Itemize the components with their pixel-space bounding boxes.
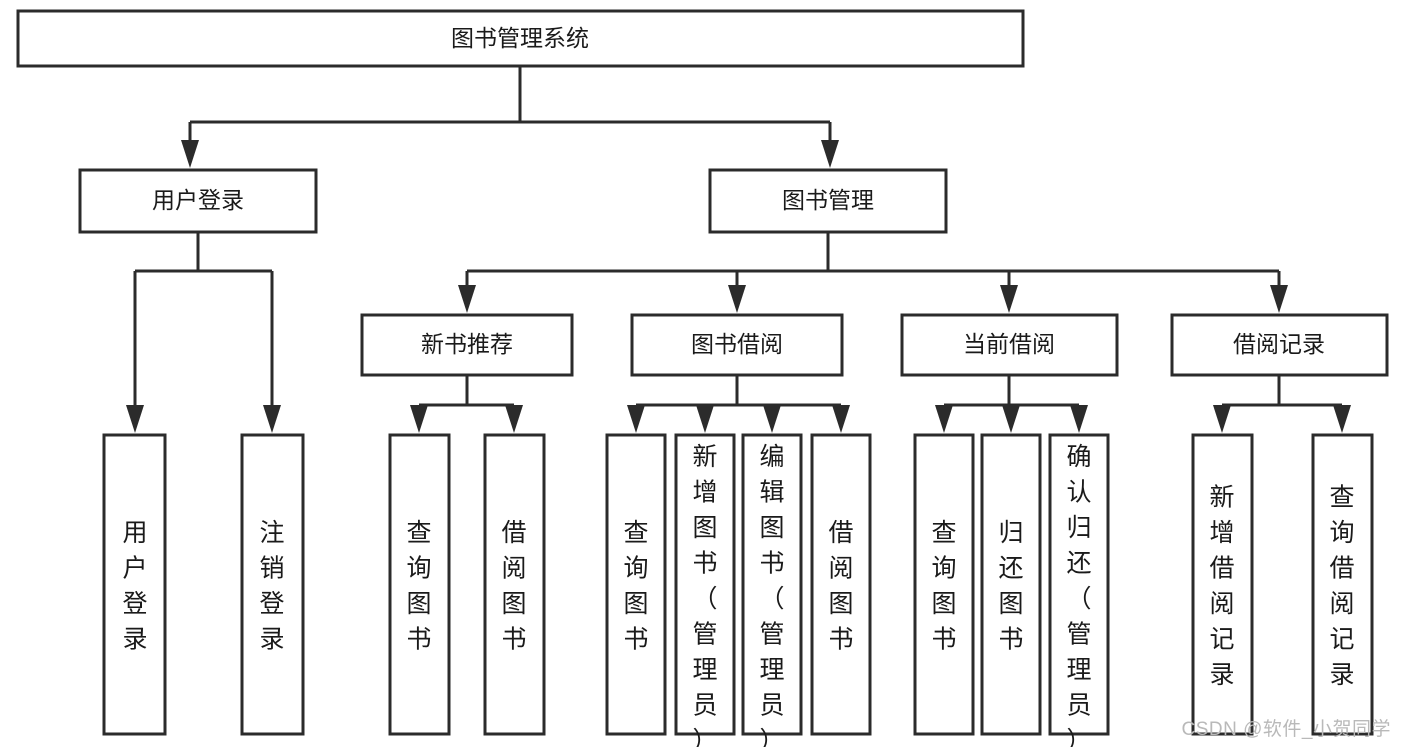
arrow-current-leaf-2-icon bbox=[1002, 405, 1020, 433]
arrow-borrow-leaf-2-icon bbox=[696, 405, 714, 433]
leaf-current-confirm-box[interactable] bbox=[1048, 433, 1110, 736]
csdn-watermark: CSDN @软件_小贺同学 bbox=[1181, 719, 1391, 740]
arrow-bookmgmt-child-4-icon bbox=[1270, 285, 1288, 313]
leaf-node[interactable]: 注销登录 bbox=[240, 433, 305, 736]
leaf-borrow-add-label: 新增图书（管理员） bbox=[692, 443, 717, 747]
arrow-user-leaf-1-icon bbox=[126, 405, 144, 433]
node-new-book-recommend-label: 新书推荐 bbox=[421, 331, 513, 357]
arrow-record-leaf-2-icon bbox=[1333, 405, 1351, 433]
leaf-node[interactable]: 新增借阅记录 bbox=[1191, 433, 1254, 736]
arrow-borrow-leaf-1-icon bbox=[627, 405, 645, 433]
arrow-record-leaf-1-icon bbox=[1213, 405, 1231, 433]
leaf-record-add-box[interactable] bbox=[1191, 433, 1254, 736]
leaf-node[interactable]: 借阅图书 bbox=[483, 433, 546, 736]
leaf-borrow-lend-box[interactable] bbox=[810, 433, 872, 736]
leaf-recommend-borrow-label: 借阅图书 bbox=[501, 519, 526, 654]
leaf-node[interactable]: 查询借阅记录 bbox=[1311, 433, 1374, 736]
leaf-node[interactable]: 归还图书 bbox=[980, 433, 1042, 736]
leaf-record-query-box[interactable] bbox=[1311, 433, 1374, 736]
node-book-borrow[interactable]: 图书借阅 bbox=[630, 313, 844, 377]
arrow-borrow-leaf-3-icon bbox=[763, 405, 781, 433]
leaf-borrow-add-box[interactable] bbox=[674, 433, 736, 736]
arrow-current-leaf-1-icon bbox=[935, 405, 953, 433]
arrow-root-to-user-icon bbox=[181, 140, 199, 168]
arrow-recommend-leaf-2-icon bbox=[505, 405, 523, 433]
node-current-borrow-label: 当前借阅 bbox=[963, 331, 1055, 357]
node-user-login-label: 用户登录 bbox=[152, 187, 244, 213]
node-book-borrow-box[interactable] bbox=[630, 313, 844, 377]
arrow-bookmgmt-child-2-icon bbox=[728, 285, 746, 313]
node-root[interactable]: 图书管理系统 bbox=[16, 9, 1025, 68]
node-borrow-record-box[interactable] bbox=[1170, 313, 1389, 377]
leaf-user-logout-label: 注销登录 bbox=[259, 519, 284, 654]
arrow-current-leaf-3-icon bbox=[1070, 405, 1088, 433]
leaf-user-logout-box[interactable] bbox=[240, 433, 305, 736]
leaf-node[interactable]: 确认归还（管理员） bbox=[1048, 433, 1110, 747]
leaf-recommend-query-box[interactable] bbox=[388, 433, 451, 736]
node-current-borrow[interactable]: 当前借阅 bbox=[900, 313, 1119, 377]
node-user-login-box[interactable] bbox=[78, 168, 318, 234]
leaf-node[interactable]: 用户登录 bbox=[102, 433, 167, 736]
leaf-borrow-query-box[interactable] bbox=[605, 433, 667, 736]
node-book-management-label: 图书管理 bbox=[782, 187, 874, 213]
leaf-current-query-label: 查询图书 bbox=[931, 519, 956, 654]
arrow-recommend-leaf-1-icon bbox=[410, 405, 428, 433]
leaf-node[interactable]: 查询图书 bbox=[913, 433, 975, 736]
node-borrow-record-label: 借阅记录 bbox=[1233, 331, 1325, 357]
arrow-borrow-leaf-4-icon bbox=[832, 405, 850, 433]
arrow-bookmgmt-child-1-icon bbox=[458, 285, 476, 313]
leaf-borrow-query-label: 查询图书 bbox=[623, 519, 648, 654]
leaf-record-add-label: 新增借阅记录 bbox=[1209, 484, 1234, 690]
connector-layer bbox=[126, 66, 1351, 433]
leaf-user-login-box[interactable] bbox=[102, 433, 167, 736]
leaf-node[interactable]: 查询图书 bbox=[605, 433, 667, 736]
node-new-book-recommend[interactable]: 新书推荐 bbox=[360, 313, 574, 377]
leaf-node[interactable]: 借阅图书 bbox=[810, 433, 872, 736]
leaf-record-query-label: 查询借阅记录 bbox=[1329, 484, 1354, 690]
node-new-book-recommend-box[interactable] bbox=[360, 313, 574, 377]
arrow-bookmgmt-child-3-icon bbox=[1000, 285, 1018, 313]
leaf-current-return-label: 归还图书 bbox=[998, 519, 1023, 654]
leaf-current-return-box[interactable] bbox=[980, 433, 1042, 736]
node-user-login[interactable]: 用户登录 bbox=[78, 168, 318, 234]
leaf-node[interactable]: 查询图书 bbox=[388, 433, 451, 736]
node-root-label: 图书管理系统 bbox=[451, 25, 589, 51]
leaf-current-confirm-label: 确认归还（管理员） bbox=[1066, 443, 1091, 747]
arrow-root-to-bookmgmt-icon bbox=[821, 140, 839, 168]
leaf-current-query-box[interactable] bbox=[913, 433, 975, 736]
arrow-user-leaf-2-icon bbox=[263, 405, 281, 433]
node-borrow-record[interactable]: 借阅记录 bbox=[1170, 313, 1389, 377]
leaf-node[interactable]: 编辑图书（管理员） bbox=[741, 433, 803, 747]
node-root-box[interactable] bbox=[16, 9, 1025, 68]
leaf-recommend-query-label: 查询图书 bbox=[406, 519, 431, 654]
node-current-borrow-box[interactable] bbox=[900, 313, 1119, 377]
leaf-borrow-lend-label: 借阅图书 bbox=[828, 519, 853, 654]
leaf-user-login-label: 用户登录 bbox=[122, 519, 147, 654]
leaf-recommend-borrow-box[interactable] bbox=[483, 433, 546, 736]
leaf-node[interactable]: 新增图书（管理员） bbox=[674, 433, 736, 747]
leaf-borrow-edit-label: 编辑图书（管理员） bbox=[759, 443, 784, 747]
node-book-management[interactable]: 图书管理 bbox=[708, 168, 948, 234]
leaf-borrow-edit-box[interactable] bbox=[741, 433, 803, 736]
node-book-borrow-label: 图书借阅 bbox=[691, 331, 783, 357]
node-book-management-box[interactable] bbox=[708, 168, 948, 234]
